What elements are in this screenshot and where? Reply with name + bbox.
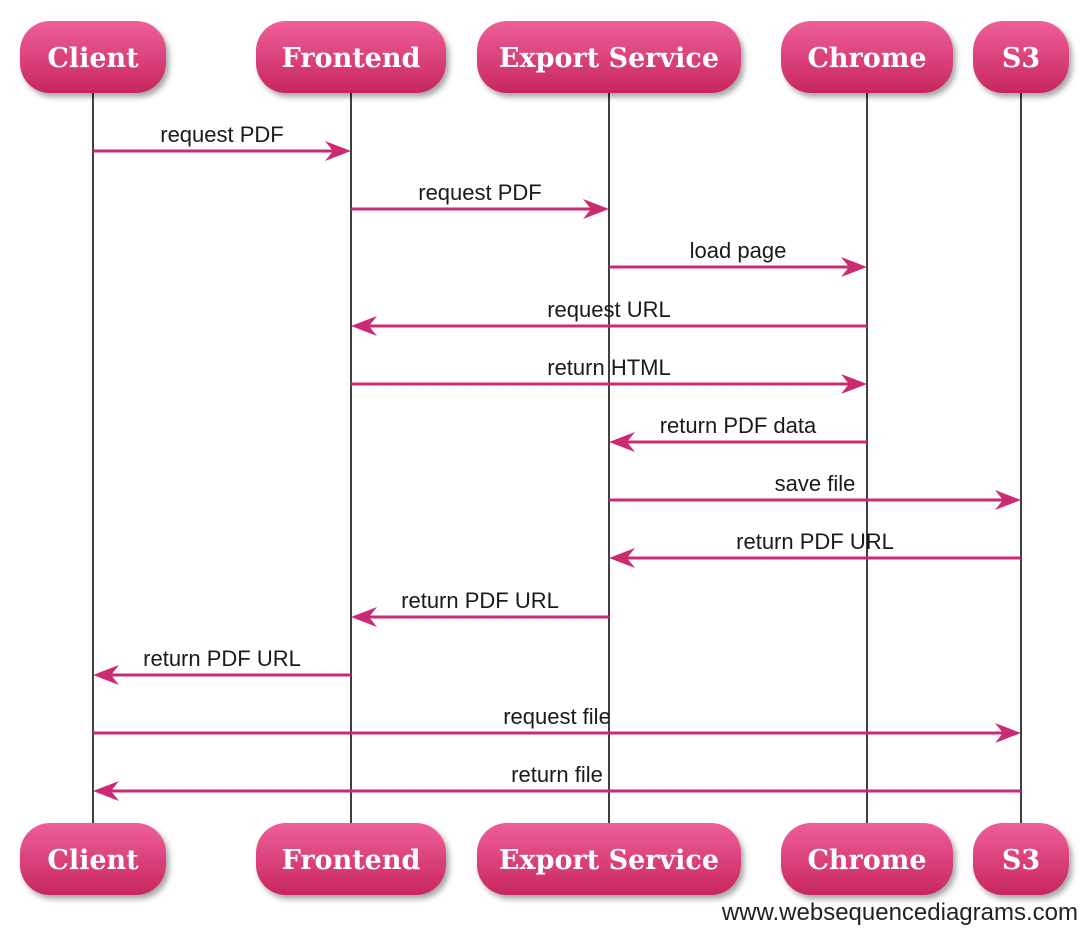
participant-label: Chrome <box>807 845 926 876</box>
participant-box <box>477 21 741 93</box>
participant-export-top: Export Service <box>477 21 741 93</box>
participant-frontend-bottom: Frontend <box>256 823 446 895</box>
participant-label: Export Service <box>499 43 719 74</box>
arrowhead-icon <box>609 548 635 568</box>
message-label: request PDF <box>418 180 542 205</box>
participant-box <box>477 823 741 895</box>
message-8: return PDF URL <box>609 529 1021 568</box>
participant-label: S3 <box>1002 845 1040 876</box>
participant-client-top: Client <box>20 21 166 93</box>
participant-box <box>781 823 953 895</box>
participant-box <box>256 21 446 93</box>
message-11: request file <box>93 704 1021 743</box>
participant-label: Frontend <box>282 845 421 876</box>
arrowhead-icon <box>351 607 377 627</box>
message-1: request PDF <box>93 122 351 161</box>
arrowhead-icon <box>93 665 119 685</box>
participant-client-bottom: Client <box>20 823 166 895</box>
participant-frontend-top: Frontend <box>256 21 446 93</box>
message-label: request URL <box>547 297 671 322</box>
participant-label: S3 <box>1002 43 1040 74</box>
participant-box <box>20 21 166 93</box>
arrowhead-icon <box>325 141 351 161</box>
arrowhead-icon <box>609 432 635 452</box>
arrowhead-icon <box>995 490 1021 510</box>
participant-label: Client <box>47 845 139 876</box>
participant-box <box>256 823 446 895</box>
message-9: return PDF URL <box>351 588 609 627</box>
participant-s3-top: S3 <box>973 21 1069 93</box>
message-4: request URL <box>351 297 867 336</box>
participant-box <box>20 823 166 895</box>
arrowhead-icon <box>351 316 377 336</box>
message-7: save file <box>609 471 1021 510</box>
participant-label: Export Service <box>499 845 719 876</box>
participant-label: Frontend <box>282 43 421 74</box>
participant-box <box>781 21 953 93</box>
message-3: load page <box>609 238 867 277</box>
participant-export-bottom: Export Service <box>477 823 741 895</box>
message-label: save file <box>775 471 856 496</box>
arrowhead-icon <box>93 781 119 801</box>
message-label: load page <box>690 238 787 263</box>
participant-box <box>973 21 1069 93</box>
watermark: www.websequencediagrams.com <box>721 899 1078 926</box>
message-label: return PDF data <box>660 413 817 438</box>
participant-s3-bottom: S3 <box>973 823 1069 895</box>
participant-chrome-top: Chrome <box>781 21 953 93</box>
message-12: return file <box>93 762 1021 801</box>
message-10: return PDF URL <box>93 646 351 685</box>
message-6: return PDF data <box>609 413 867 452</box>
arrowhead-icon <box>841 257 867 277</box>
message-label: return PDF URL <box>736 529 894 554</box>
message-label: return file <box>511 762 603 787</box>
participant-box <box>973 823 1069 895</box>
message-label: return PDF URL <box>143 646 301 671</box>
message-label: return HTML <box>547 355 670 380</box>
arrowhead-icon <box>583 199 609 219</box>
arrowhead-icon <box>995 723 1021 743</box>
participant-chrome-bottom: Chrome <box>781 823 953 895</box>
arrowhead-icon <box>841 374 867 394</box>
participant-label: Client <box>47 43 139 74</box>
message-label: return PDF URL <box>401 588 559 613</box>
message-label: request file <box>503 704 611 729</box>
message-label: request PDF <box>160 122 284 147</box>
message-5: return HTML <box>351 355 867 394</box>
message-2: request PDF <box>351 180 609 219</box>
participant-label: Chrome <box>807 43 926 74</box>
